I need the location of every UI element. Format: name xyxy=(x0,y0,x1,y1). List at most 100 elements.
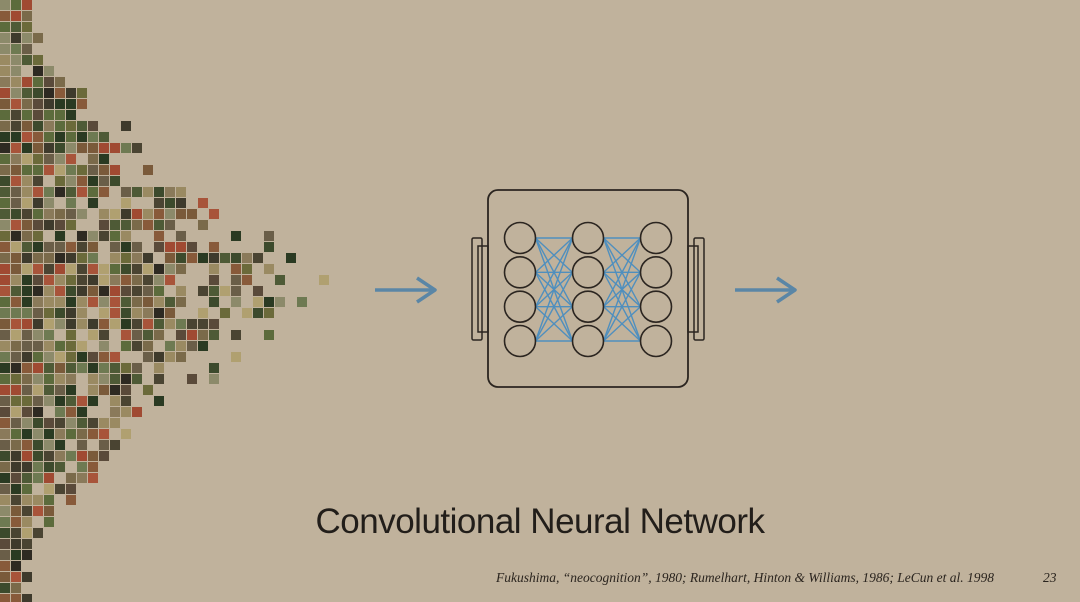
mosaic-tile xyxy=(22,253,32,263)
mosaic-tile xyxy=(198,198,208,208)
mosaic-tile xyxy=(176,352,186,362)
mosaic-tile xyxy=(0,407,10,417)
mosaic-tile xyxy=(55,253,65,263)
mosaic-tile xyxy=(55,352,65,362)
mosaic-tile xyxy=(143,220,153,230)
mosaic-tile xyxy=(121,407,131,417)
mosaic-tile xyxy=(88,198,98,208)
mosaic-tile xyxy=(0,242,10,252)
neural-network-icon xyxy=(471,189,705,388)
mosaic-tile xyxy=(33,242,43,252)
mosaic-tile xyxy=(0,66,10,76)
mosaic-tile xyxy=(22,462,32,472)
mosaic-tile xyxy=(66,121,76,131)
mosaic-tile xyxy=(66,275,76,285)
mosaic-tile xyxy=(66,198,76,208)
mosaic-tile xyxy=(231,231,241,241)
mosaic-tile xyxy=(66,341,76,351)
mosaic-tile xyxy=(11,231,21,241)
mosaic-tile xyxy=(66,396,76,406)
mosaic-tile xyxy=(264,330,274,340)
mosaic-tile xyxy=(66,495,76,505)
mosaic-tile xyxy=(77,440,87,450)
mosaic-tile xyxy=(33,220,43,230)
mosaic-tile xyxy=(0,330,10,340)
mosaic-tile xyxy=(132,330,142,340)
mosaic-tile xyxy=(110,374,120,384)
mosaic-tile xyxy=(198,341,208,351)
mosaic-tile xyxy=(11,264,21,274)
mosaic-tile xyxy=(33,66,43,76)
mosaic-tile xyxy=(198,308,208,318)
mosaic-tile xyxy=(0,176,10,186)
mosaic-tile xyxy=(110,385,120,395)
mosaic-tile xyxy=(33,418,43,428)
mosaic-tile xyxy=(198,220,208,230)
network-node xyxy=(503,290,537,323)
mosaic-tile xyxy=(11,11,21,21)
mosaic-tile xyxy=(121,121,131,131)
mosaic-tile xyxy=(99,429,109,439)
mosaic-tile xyxy=(0,11,10,21)
mosaic-tile xyxy=(66,451,76,461)
mosaic-tile xyxy=(0,275,10,285)
mosaic-tile xyxy=(22,506,32,516)
mosaic-tile xyxy=(22,550,32,560)
mosaic-tile xyxy=(66,319,76,329)
mosaic-tile xyxy=(0,33,10,43)
mosaic-tile xyxy=(99,330,109,340)
image-mosaic xyxy=(0,0,329,602)
mosaic-tile xyxy=(99,374,109,384)
mosaic-tile xyxy=(0,462,10,472)
network-node xyxy=(639,221,673,255)
mosaic-tile xyxy=(77,275,87,285)
mosaic-tile xyxy=(110,363,120,373)
mosaic-tile xyxy=(66,242,76,252)
mosaic-tile xyxy=(66,176,76,186)
mosaic-tile xyxy=(121,341,131,351)
mosaic-tile xyxy=(44,286,54,296)
mosaic-tile xyxy=(187,242,197,252)
mosaic-tile xyxy=(22,220,32,230)
mosaic-tile xyxy=(66,308,76,318)
mosaic-tile xyxy=(110,407,120,417)
mosaic-tile xyxy=(154,396,164,406)
mosaic-tile xyxy=(22,99,32,109)
mosaic-tile xyxy=(44,99,54,109)
mosaic-tile xyxy=(88,418,98,428)
mosaic-tile xyxy=(22,231,32,241)
mosaic-tile xyxy=(66,429,76,439)
mosaic-tile xyxy=(99,264,109,274)
mosaic-tile xyxy=(110,275,120,285)
output-arrow-icon xyxy=(735,276,797,304)
mosaic-tile xyxy=(11,44,21,54)
input-arrow-icon xyxy=(375,276,437,304)
mosaic-tile xyxy=(154,319,164,329)
mosaic-tile xyxy=(176,198,186,208)
mosaic-tile xyxy=(55,99,65,109)
mosaic-tile xyxy=(88,429,98,439)
mosaic-tile xyxy=(11,407,21,417)
mosaic-tile xyxy=(33,374,43,384)
mosaic-tile xyxy=(88,264,98,274)
network-edge xyxy=(535,306,573,342)
mosaic-tile xyxy=(22,528,32,538)
mosaic-tile xyxy=(0,220,10,230)
mosaic-tile xyxy=(0,132,10,142)
mosaic-tile xyxy=(11,143,21,153)
mosaic-tile xyxy=(33,341,43,351)
mosaic-tile xyxy=(11,473,21,483)
mosaic-tile xyxy=(231,352,241,362)
mosaic-tile xyxy=(33,187,43,197)
mosaic-tile xyxy=(0,165,10,175)
network-node xyxy=(503,221,537,255)
mosaic-tile xyxy=(11,66,21,76)
left-connector-icon xyxy=(471,237,489,341)
mosaic-tile xyxy=(44,473,54,483)
mosaic-tile xyxy=(77,462,87,472)
mosaic-tile xyxy=(22,33,32,43)
mosaic-tile xyxy=(33,352,43,362)
mosaic-tile xyxy=(44,451,54,461)
mosaic-tile xyxy=(0,341,10,351)
mosaic-tile xyxy=(11,286,21,296)
